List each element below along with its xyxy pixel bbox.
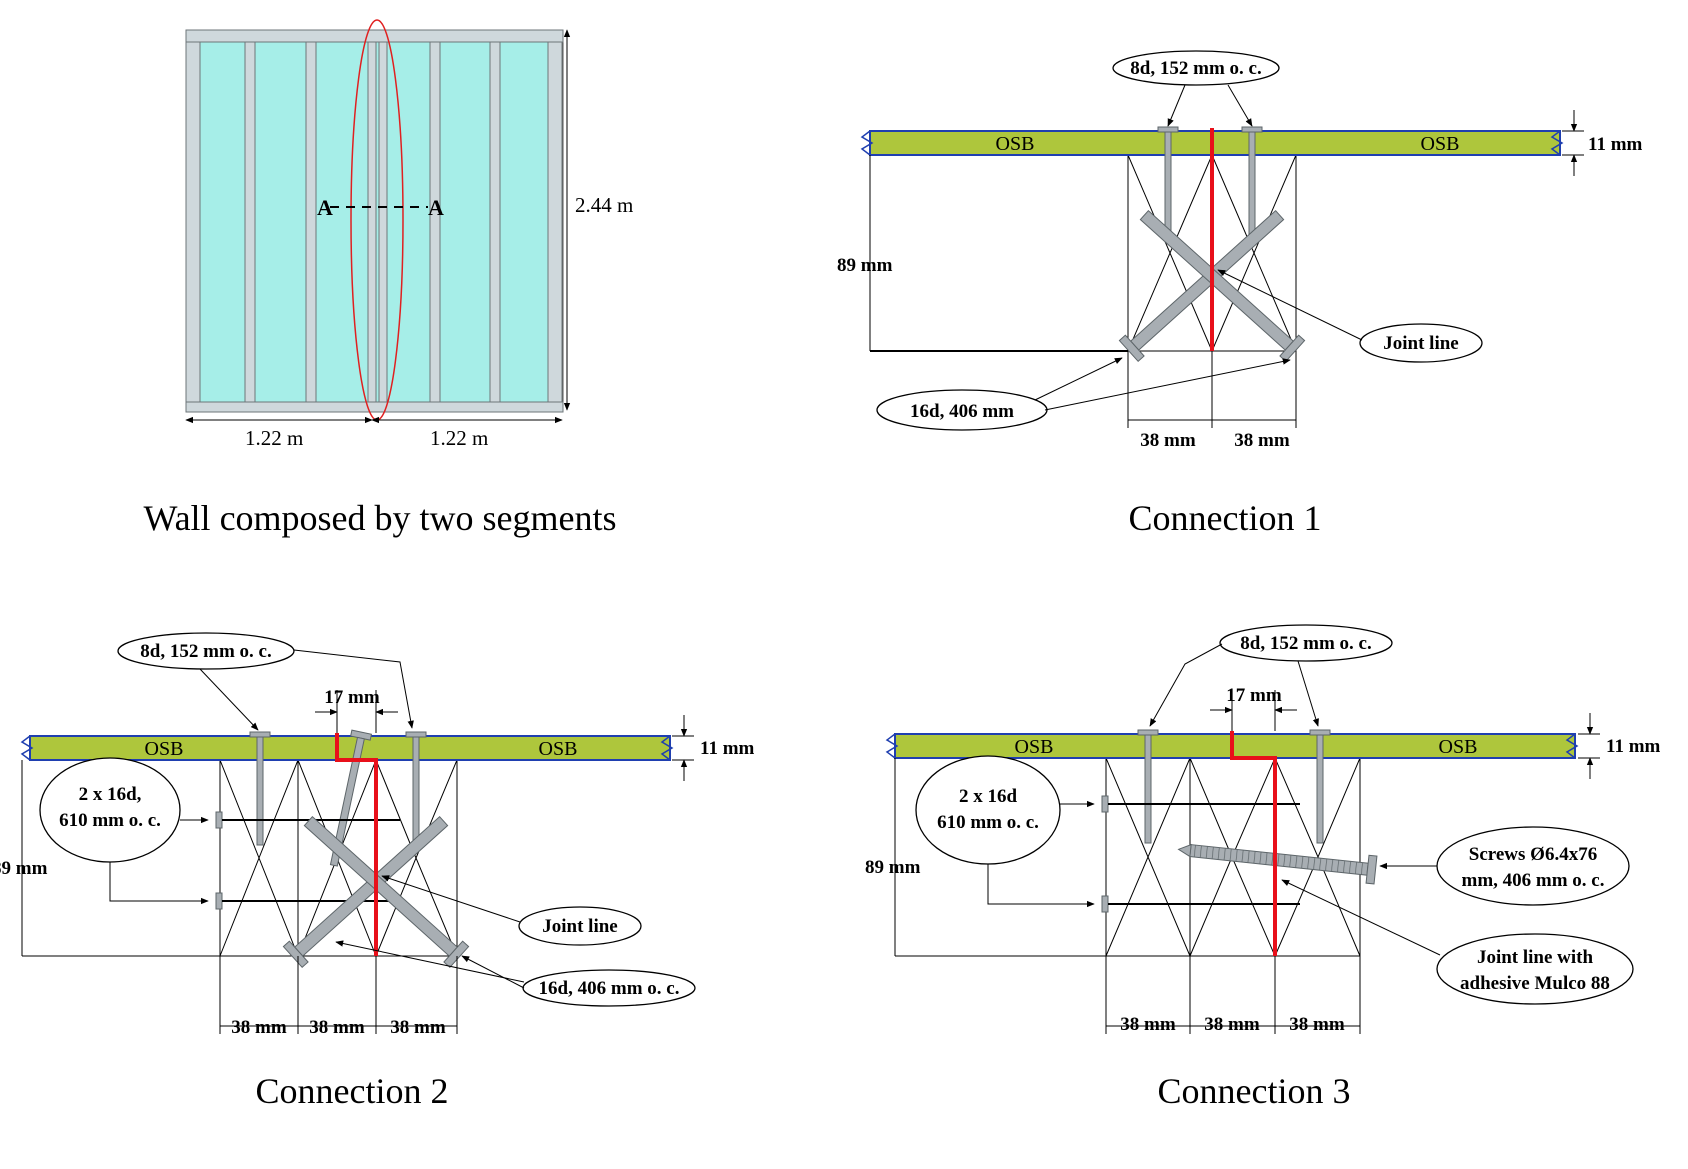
osb-right-label: OSB (539, 738, 578, 760)
stud (489, 41, 501, 403)
width-3-label: 38 mm (1289, 1014, 1345, 1035)
osb-left-label: OSB (145, 738, 184, 760)
joint-line (335, 733, 378, 956)
width-1-label: 38 mm (1140, 430, 1196, 451)
offset-label: 17 mm (324, 687, 380, 708)
face-nail-label: 8d, 152 mm o. c. (140, 641, 271, 662)
toe-nail (282, 815, 449, 969)
connection-1-diagram: OSB OSB 8d, 152 mm o. c. 11 (837, 50, 1643, 538)
callout-joint-line (518, 906, 642, 946)
toe-nail-label: 16d, 406 mm o. c. (539, 978, 680, 999)
section-label-right: A (428, 195, 444, 220)
face-nail-angled (329, 729, 373, 867)
callout-joint-line (1359, 323, 1483, 363)
width-1-label: 38 mm (1120, 1014, 1176, 1035)
stud (185, 41, 201, 403)
connection-2-caption: Connection 2 (256, 1071, 449, 1111)
through-nail-label-2: 610 mm o. c. (937, 812, 1039, 833)
callout-face-nail (1112, 50, 1280, 86)
joint-line-label: Joint line (542, 916, 617, 937)
through-nail-label-1: 2 x 16d, (79, 784, 142, 805)
toe-nail-label: 16d, 406 mm (910, 401, 1014, 422)
through-nail (215, 892, 400, 910)
face-nail-label: 8d, 152 mm o. c. (1240, 633, 1371, 654)
depth-label: 89 mm (0, 858, 48, 879)
osb-right-label: OSB (1439, 736, 1478, 758)
face-nail (1309, 729, 1331, 844)
wall-diagram: A A 2.44 m 1.22 m 1.22 m Wall composed b… (143, 19, 633, 538)
depth-label: 89 mm (865, 857, 921, 878)
stud (367, 41, 377, 403)
bottom-plate (185, 401, 564, 413)
osb-right-label: OSB (1421, 133, 1460, 155)
connection-3-caption: Connection 3 (1158, 1071, 1351, 1111)
section-label-left: A (317, 195, 333, 220)
osb-thickness-label: 11 mm (1606, 736, 1661, 757)
toe-nail (1139, 209, 1306, 363)
through-nail (1101, 795, 1300, 813)
through-nail-label-1: 2 x 16d (959, 786, 1018, 807)
osb-board (869, 130, 1561, 156)
osb-thickness-label: 11 mm (700, 738, 755, 759)
width-1-label: 38 mm (231, 1017, 287, 1038)
stud (429, 41, 441, 403)
width-3-label: 38 mm (390, 1017, 446, 1038)
through-nail-label-2: 610 mm o. c. (59, 810, 161, 831)
screw-label-2: mm, 406 mm o. c. (1462, 870, 1605, 891)
osb-board (894, 733, 1576, 759)
top-plate (185, 29, 564, 43)
osb-left-label: OSB (996, 133, 1035, 155)
face-nail (249, 731, 271, 846)
callout-through-nail (915, 755, 1061, 865)
screw (1177, 843, 1378, 885)
face-nail (1137, 729, 1159, 844)
wall-caption: Wall composed by two segments (143, 498, 616, 538)
face-nail-label: 8d, 152 mm o. c. (1130, 58, 1261, 79)
width-2-label: 38 mm (1204, 1014, 1260, 1035)
callout-face-nail (117, 632, 295, 670)
osb-thickness-label: 11 mm (1588, 134, 1643, 155)
osb-left-label: OSB (1015, 736, 1054, 758)
connection-2-diagram: OSB OSB (0, 632, 755, 1111)
stud (244, 41, 256, 403)
depth-label: 89 mm (837, 255, 893, 276)
callout-screw (1436, 826, 1630, 906)
callout-face-nail (1219, 624, 1393, 662)
through-nail (1101, 895, 1300, 913)
wall-width-left: 1.22 m (245, 426, 303, 450)
stud (305, 41, 317, 403)
stud (378, 41, 388, 403)
joint-line-label: Joint line (1383, 333, 1458, 354)
stud (547, 41, 563, 403)
joint-adhesive-label-2: adhesive Mulco 88 (1460, 973, 1610, 994)
toe-nail (303, 815, 470, 969)
osb-board (29, 735, 671, 761)
callout-joint-adhesive (1436, 933, 1634, 1005)
joint-adhesive-label-1: Joint line with (1477, 947, 1594, 968)
connection-3-diagram: OSB OSB 17 mm (865, 624, 1661, 1111)
screw-label-1: Screws Ø6.4x76 (1469, 844, 1597, 865)
wall-width-right: 1.22 m (430, 426, 488, 450)
width-2-label: 38 mm (309, 1017, 365, 1038)
connection-1-caption: Connection 1 (1129, 498, 1322, 538)
width-2-label: 38 mm (1234, 430, 1290, 451)
toe-nail (1118, 209, 1285, 363)
offset-label: 17 mm (1226, 685, 1282, 706)
joint-line (1230, 731, 1277, 956)
wall-height-label: 2.44 m (575, 193, 633, 217)
